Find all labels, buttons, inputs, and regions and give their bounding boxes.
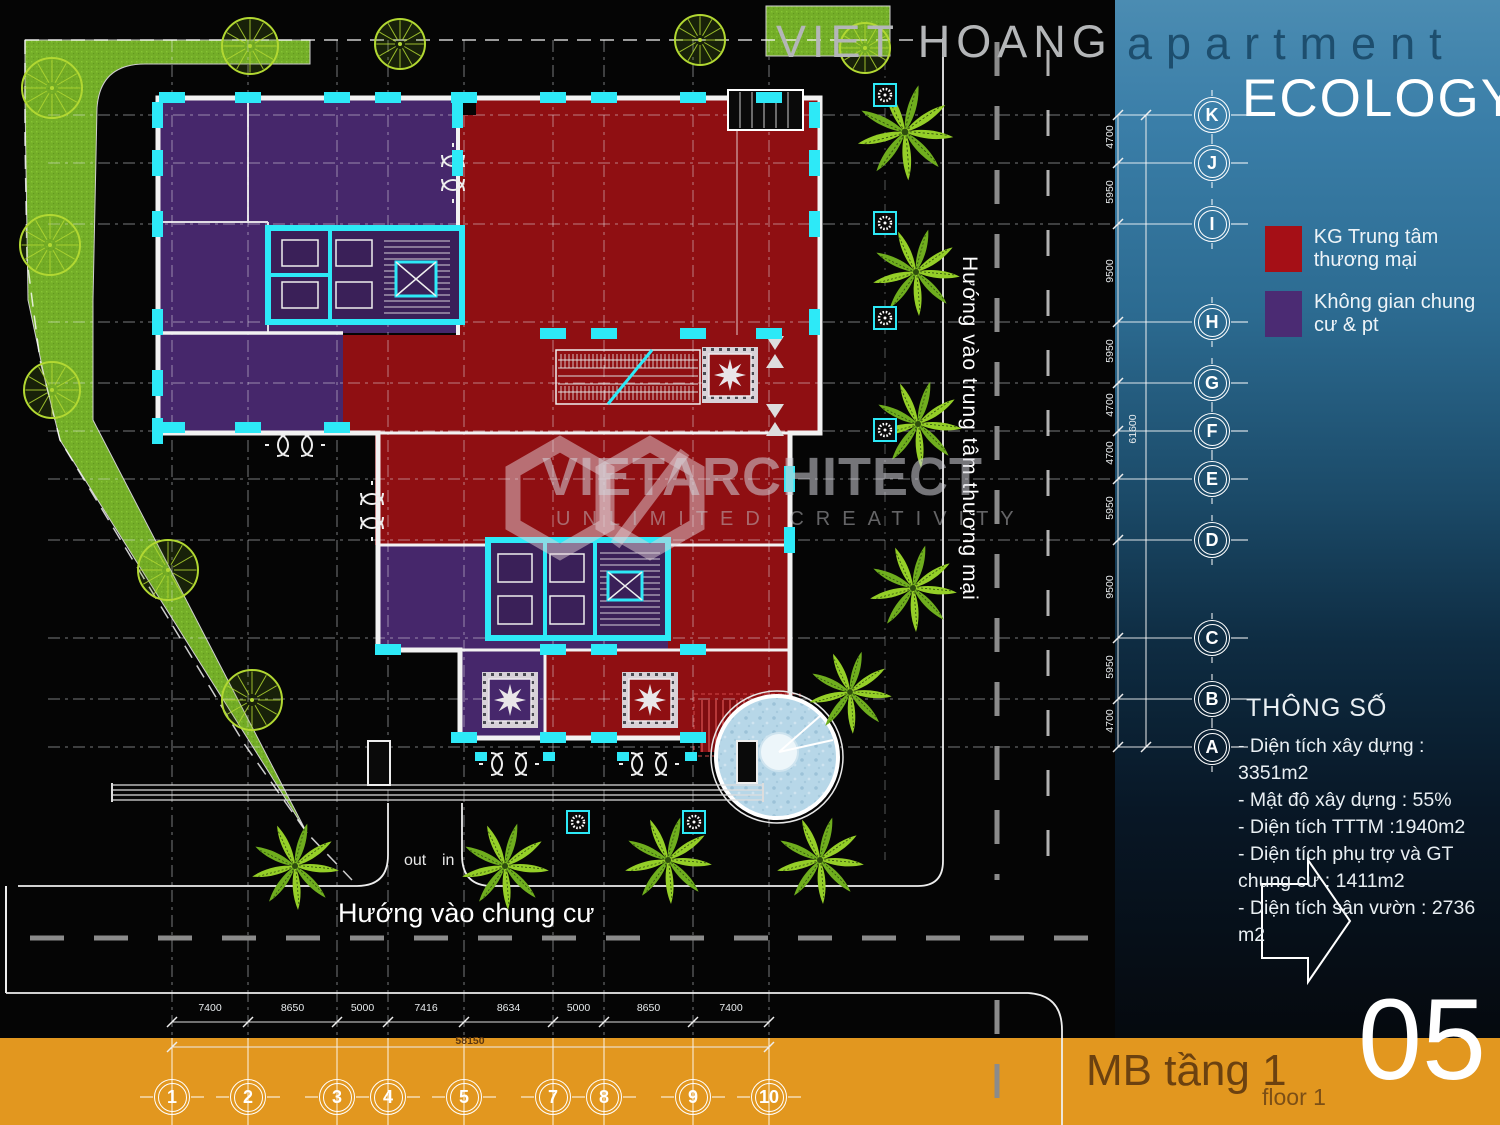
palm-trees	[252, 85, 962, 910]
dimension-label: 7400	[719, 1002, 743, 1014]
grid-bubble-label: A	[1205, 736, 1219, 757]
grid-bubble-label: 9	[687, 1086, 698, 1107]
elevator-core-lower	[485, 537, 671, 641]
grid-bubble-label: 4	[382, 1086, 393, 1107]
grid-bubble: E	[1194, 461, 1230, 497]
grid-bubble: 1	[154, 1079, 190, 1115]
building-zones	[158, 98, 820, 738]
trees	[19, 14, 891, 731]
column-markers	[152, 92, 820, 761]
road-label-vertical: Hướng vào trung tâm thương mại	[958, 256, 981, 601]
grid-bubble: A	[1194, 729, 1230, 765]
grid-bubble-label: B	[1205, 688, 1219, 709]
watermark-logo	[505, 435, 705, 561]
revolving-door-symbols	[265, 143, 784, 776]
sheet-title: MB tầng 1	[1086, 1046, 1287, 1095]
elevator-core-upper	[265, 225, 465, 325]
grid-bubble-label: 2	[242, 1086, 253, 1107]
grid-bubble-label: E	[1205, 468, 1218, 489]
dimension-label: 5950	[1104, 179, 1116, 204]
escalator-bank	[555, 349, 701, 405]
grid-bubble-label: 1	[166, 1086, 177, 1107]
grid-bubble: I	[1194, 206, 1230, 242]
grid-bubble-label: 8	[598, 1086, 609, 1107]
dimension-label: 5000	[350, 1002, 375, 1014]
dimension-label: 4700	[1104, 709, 1116, 733]
grid-bubble: 3	[319, 1079, 355, 1115]
legend-swatch-residential	[1265, 291, 1302, 337]
grid-bubble-label: I	[1209, 213, 1215, 234]
legend-item-residential: Không gian chung cư & pt	[1265, 291, 1500, 337]
dimension-label: 61600	[1127, 414, 1139, 444]
watermark-subtitle: UNLIMITED CREATIVITY	[556, 508, 1026, 530]
grid-bubble-label: G	[1204, 372, 1219, 393]
grid-bubble-label: C	[1205, 627, 1219, 648]
entrance-canopy	[111, 740, 764, 802]
grid-bubble: D	[1194, 522, 1230, 558]
grid-bubble-label: D	[1205, 529, 1219, 550]
roads	[5, 38, 1105, 1125]
spec-item: - Diện tích TTTM :1940m2	[1238, 816, 1466, 838]
specs-block: THÔNG SỐ - Diện tích xây dựng : 3351m2 -…	[1238, 694, 1496, 949]
spec-item: - Diện tích sân vườn : 2736 m2	[1238, 897, 1476, 946]
dimension-lines	[140, 90, 1248, 1098]
grid-bubble: C	[1194, 620, 1230, 656]
brand-title: VIET HOANG	[776, 16, 1113, 67]
brand-subtitle: apartment	[1127, 18, 1456, 69]
pool	[710, 690, 844, 824]
specs-title: THÔNG SỐ	[1246, 694, 1388, 722]
legend-label: KG Trung tâm thương mại	[1313, 226, 1439, 271]
watermark-title: VIETARCHITECT	[542, 447, 983, 507]
dimension-label: 8634	[496, 1002, 521, 1014]
grid-bubble-label: 7	[547, 1086, 558, 1107]
grass-areas	[24, 5, 891, 834]
grid-bubble-label: 10	[758, 1086, 780, 1107]
grid-bubble-label: H	[1205, 311, 1219, 332]
road-direction-arrow-icon	[1261, 856, 1352, 986]
driveway-in-label: in	[442, 852, 455, 869]
grid-bubble: H	[1194, 304, 1230, 340]
dimension-label: 5950	[1104, 495, 1116, 520]
grid-bubble: 8	[586, 1079, 622, 1115]
grid-bubble-label: J	[1206, 152, 1217, 173]
spec-item: - Mật độ xây dựng : 55%	[1238, 789, 1452, 811]
grid-bubble: 4	[370, 1079, 406, 1115]
grid-bubble: F	[1194, 413, 1230, 449]
driveway-out-label: out	[404, 852, 427, 869]
grid-bubble-label: 5	[458, 1086, 469, 1107]
grid-bubble: 7	[535, 1079, 571, 1115]
legend-item-commercial: KG Trung tâm thương mại	[1265, 226, 1500, 272]
spec-item: - Diện tích phụ trợ và GT chung cư : 141…	[1238, 843, 1454, 892]
road-label-bottom: Hướng vào chung cư	[338, 898, 595, 928]
grid-bubble: K	[1194, 97, 1230, 133]
dimension-label: 8650	[280, 1002, 305, 1014]
sheet-subtitle: floor 1	[1262, 1084, 1326, 1110]
page-number: 05	[1358, 976, 1486, 1104]
legend-swatch-commercial	[1265, 226, 1302, 272]
grid-bubble: 2	[230, 1079, 266, 1115]
spec-item: - Diện tích xây dựng : 3351m2	[1238, 735, 1425, 784]
grid-bubble: 9	[675, 1079, 711, 1115]
grid-bubble-label: K	[1205, 104, 1219, 125]
floor-medallions	[482, 347, 758, 728]
dimension-label: 7400	[198, 1002, 222, 1014]
grid-bubble: 10	[751, 1079, 787, 1115]
dimension-label: 7416	[414, 1002, 438, 1014]
panel-title: ECOLOGY	[1242, 69, 1500, 128]
dimension-label: 8650	[636, 1002, 661, 1014]
dimension-label: 9500	[1104, 575, 1116, 599]
dimension-label: 9500	[1104, 259, 1116, 283]
paving-ornaments	[566, 83, 897, 834]
legend-label: Không gian chung cư & pt	[1313, 291, 1476, 336]
dimension-label: 5000	[566, 1002, 591, 1014]
grid-bubble-label: F	[1206, 420, 1218, 441]
grid-bubble: G	[1194, 365, 1230, 401]
dimension-label: 58150	[455, 1035, 485, 1047]
grid-bubble-label: 3	[331, 1086, 342, 1107]
grid-bubble: 5	[446, 1079, 482, 1115]
grid-bubble: J	[1194, 145, 1230, 181]
grid-bubble: B	[1194, 681, 1230, 717]
